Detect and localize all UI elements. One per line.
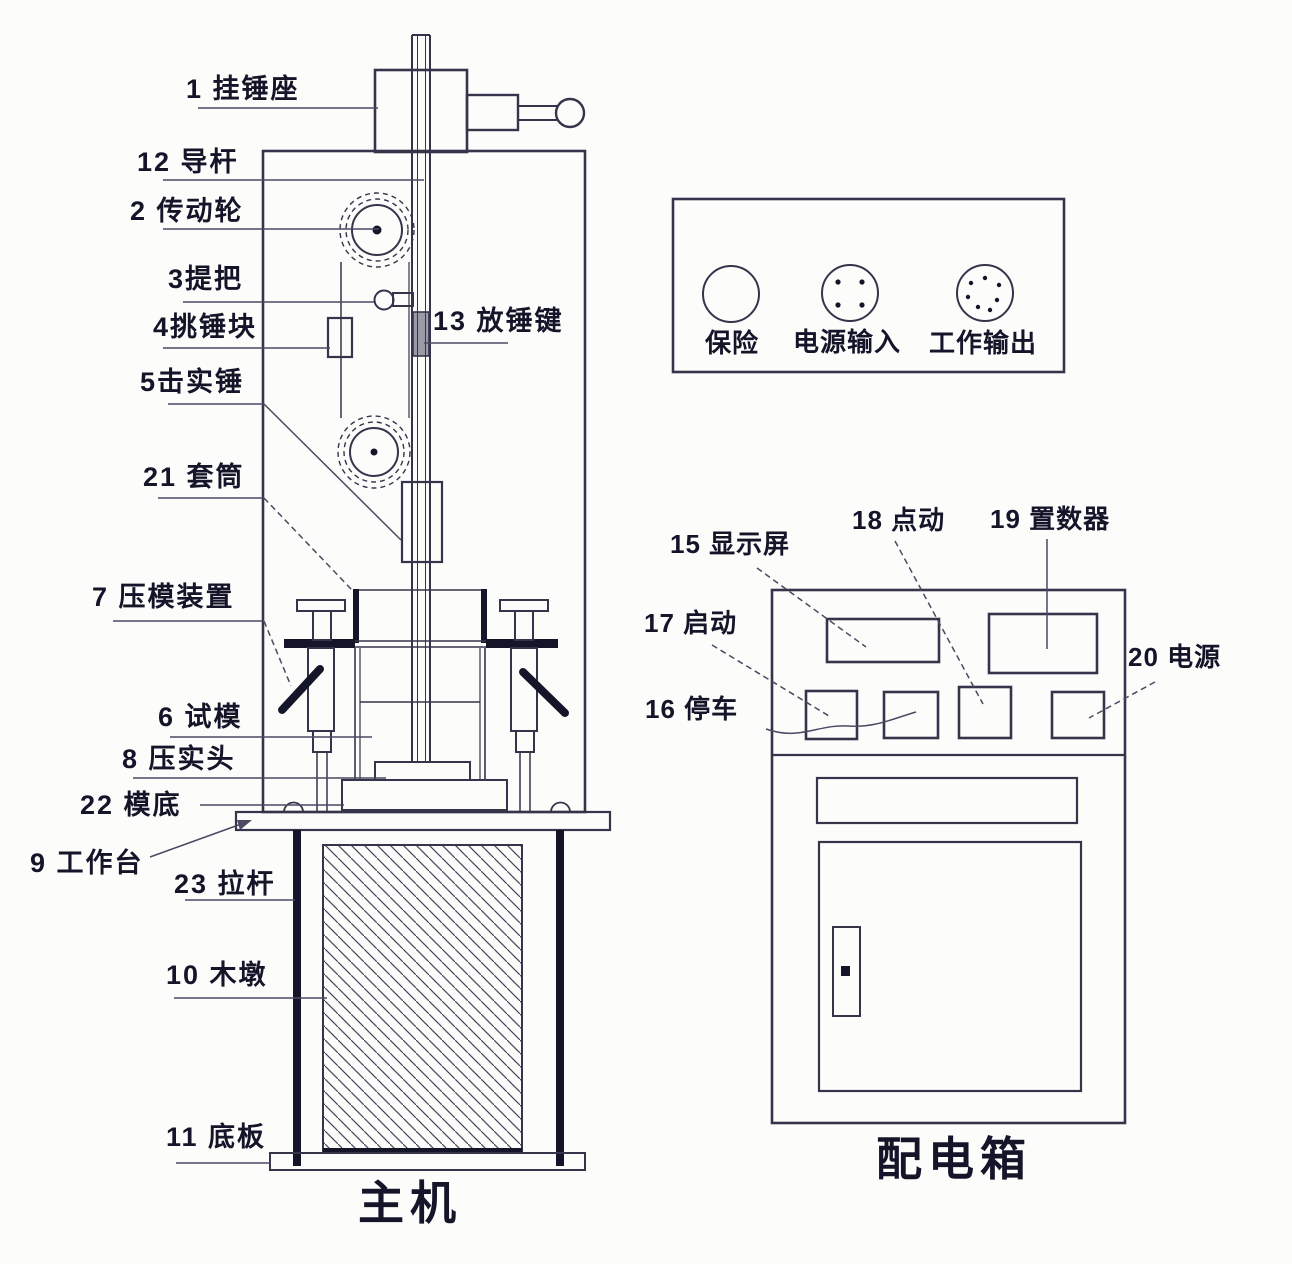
power-button bbox=[1050, 690, 1106, 740]
clamp-handle-right bbox=[519, 668, 569, 717]
table-bolt bbox=[550, 801, 571, 813]
drive-wheel-upper bbox=[339, 192, 415, 268]
pull-knob bbox=[554, 97, 586, 129]
jog-button bbox=[957, 685, 1013, 740]
connector-panel bbox=[671, 197, 1066, 374]
cabinet-door bbox=[817, 840, 1083, 1093]
guide-rod bbox=[411, 34, 431, 762]
stop-button bbox=[882, 690, 940, 740]
label-counter: 19 置数器 bbox=[990, 504, 1111, 534]
door-handle bbox=[832, 926, 861, 1017]
label-hammer-lift-block: 4挑锤块 bbox=[153, 312, 258, 342]
label-compaction-hammer: 5击实锤 bbox=[140, 367, 245, 397]
leader-lines-control-box bbox=[711, 539, 1156, 735]
base-plate bbox=[269, 1152, 586, 1171]
caption-power-box: 配电箱 bbox=[876, 1133, 1032, 1185]
label-worktable: 9 工作台 bbox=[30, 848, 144, 878]
clamp-handle-left bbox=[278, 665, 324, 714]
label-hammer-release-key: 13 放锤键 bbox=[433, 306, 564, 336]
label-wood-block: 10 木墩 bbox=[166, 960, 268, 990]
clamp-bar bbox=[284, 639, 558, 648]
display-screen bbox=[825, 617, 941, 664]
test-mold bbox=[354, 648, 486, 780]
lift-handle bbox=[373, 289, 414, 311]
label-mold-bottom: 22 模底 bbox=[80, 790, 182, 820]
control-box-drawing bbox=[770, 588, 1127, 1125]
label-jog: 18 点动 bbox=[852, 505, 946, 535]
label-base-plate: 11 底板 bbox=[166, 1122, 267, 1152]
counter-window bbox=[987, 612, 1099, 675]
label-drive-wheel: 2 传动轮 bbox=[130, 196, 244, 226]
caption-main-machine: 主机 bbox=[358, 1177, 462, 1229]
vent-slot bbox=[815, 776, 1079, 825]
port-label-fuse: 保险 bbox=[705, 328, 760, 358]
label-compaction-head: 8 压实头 bbox=[122, 744, 236, 774]
port-label-work-output: 工作输出 bbox=[929, 328, 1038, 358]
label-mold-press-device: 7 压模装置 bbox=[92, 582, 235, 612]
tie-rod-right bbox=[556, 830, 564, 1166]
label-guide-rod: 12 导杆 bbox=[137, 147, 239, 177]
mold-collar-sleeve bbox=[353, 589, 487, 643]
label-sleeve: 21 套筒 bbox=[143, 462, 245, 492]
work-output-port bbox=[956, 264, 1014, 322]
label-start: 17 启动 bbox=[644, 608, 738, 638]
worktable bbox=[234, 810, 612, 832]
compaction-head bbox=[374, 761, 471, 781]
hammer-release-key bbox=[412, 311, 430, 357]
mold-bottom bbox=[341, 779, 508, 811]
wood-block bbox=[322, 844, 523, 1154]
control-box-outline bbox=[770, 588, 1127, 1125]
label-display: 15 显示屏 bbox=[670, 529, 791, 559]
fuse-port bbox=[702, 265, 760, 323]
start-button bbox=[804, 689, 859, 741]
table-bolt bbox=[283, 801, 304, 813]
drive-wheel-lower bbox=[337, 415, 411, 489]
port-label-power-input: 电源输入 bbox=[793, 327, 902, 357]
label-hanger-seat: 1 挂锤座 bbox=[186, 74, 300, 104]
label-stop: 16 停车 bbox=[645, 694, 739, 724]
label-test-mold: 6 试模 bbox=[158, 702, 243, 732]
label-tie-rod: 23 拉杆 bbox=[174, 869, 276, 899]
leader-lines-main bbox=[113, 107, 508, 1164]
label-handle: 3提把 bbox=[168, 264, 244, 294]
label-power: 20 电源 bbox=[1128, 642, 1222, 672]
hammer-lift-block bbox=[326, 316, 354, 359]
main-machine-drawing bbox=[234, 34, 612, 1171]
power-input-port bbox=[821, 264, 879, 322]
hammer-hanger-seat bbox=[373, 68, 586, 154]
compaction-hammer bbox=[400, 480, 444, 564]
mold-press-screw-left bbox=[296, 599, 346, 812]
